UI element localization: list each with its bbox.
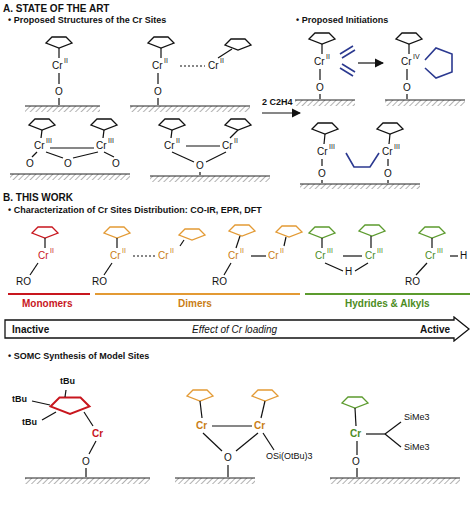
oxidation-state: III <box>377 247 383 255</box>
structure-label: O <box>154 86 162 97</box>
structure-label: Cr <box>92 428 103 439</box>
structure-label: Cr <box>254 420 265 431</box>
structure-label: O <box>352 456 360 467</box>
arrow-text: Effect of Cr loading <box>192 324 277 335</box>
structure-label: H <box>345 266 352 277</box>
structure-label: O <box>112 158 120 169</box>
oxidation-state: III <box>108 137 114 145</box>
structure-label: Cr <box>425 250 436 261</box>
structure-label: Cr <box>401 56 412 67</box>
structure-label: Cr <box>228 250 239 261</box>
arrow-text: Inactive <box>12 324 49 335</box>
oxidation-state: II <box>50 247 54 255</box>
structure-label: • SOMC Synthesis of Model Sites <box>8 352 149 362</box>
oxidation-state: II <box>220 57 224 65</box>
structure-label: Cr <box>268 250 279 261</box>
structure-label: O <box>55 86 63 97</box>
structure-label: Cr <box>382 146 393 157</box>
structure-label: A. STATE OF THE ART <box>3 3 109 14</box>
structure-label: RO <box>212 276 227 287</box>
structure-label: H <box>460 250 467 261</box>
structure-label: O <box>26 158 34 169</box>
oxidation-state: II <box>164 57 168 65</box>
structure-label: Cr <box>110 250 121 261</box>
oxidation-state: III <box>437 247 443 255</box>
structure-label: SiMe3 <box>404 413 430 423</box>
structure-label: RO <box>92 276 107 287</box>
structure-label: O <box>384 168 392 179</box>
structure-label: tBu <box>60 377 75 387</box>
structure-label: Cr <box>196 420 207 431</box>
structure-label: OSi(OtBu)3 <box>266 452 313 462</box>
structure-label: B. THIS WORK <box>3 192 73 203</box>
structure-label: Cr <box>222 140 233 151</box>
structure-label: Hydrides & Alkyls <box>345 298 430 309</box>
structure-label: 2 C2H4 <box>262 98 293 108</box>
oxidation-state: III <box>46 137 52 145</box>
structure-label: Cr <box>317 146 328 157</box>
structure-label: RO <box>16 276 31 287</box>
structure-label: SiMe3 <box>404 443 430 453</box>
structure-label: Cr <box>350 428 361 439</box>
structure-label: O <box>403 82 411 93</box>
oxidation-state: IV <box>413 53 420 61</box>
structure-label: • Proposed Structures of the Cr Sites <box>8 16 166 26</box>
structure-label: Monomers <box>22 298 73 309</box>
structure-label: Cr <box>38 250 49 261</box>
structure-label: Cr <box>208 60 219 71</box>
oxidation-state: II <box>326 53 330 61</box>
oxidation-state: II <box>280 247 284 255</box>
oxidation-state: III <box>329 143 335 151</box>
oxidation-state: III <box>327 247 333 255</box>
structure-label: tBu <box>12 395 27 405</box>
oxidation-state: II <box>122 247 126 255</box>
oxidation-state: II <box>234 137 238 145</box>
oxidation-state: II <box>170 247 174 255</box>
structure-label: Cr <box>164 140 175 151</box>
structure-label: RO <box>405 276 420 287</box>
structure-label: O <box>196 160 204 171</box>
oxidation-state: II <box>176 137 180 145</box>
structure-label: O <box>316 82 324 93</box>
loading-arrow: Inactive Effect of Cr loading Active <box>4 316 470 342</box>
structure-label: Cr <box>314 56 325 67</box>
oxidation-state: II <box>240 247 244 255</box>
structure-label: O <box>318 168 326 179</box>
structure-label: tBu <box>22 418 37 428</box>
structure-label: O <box>64 158 72 169</box>
structure-label: • Characterization of Cr Sites Distribut… <box>8 206 262 216</box>
structure-label: Cr <box>315 250 326 261</box>
structure-label: Cr <box>34 140 45 151</box>
structure-label: Cr <box>96 140 107 151</box>
oxidation-state: II <box>64 57 68 65</box>
structure-label: Cr <box>152 60 163 71</box>
structure-label: O <box>224 452 232 463</box>
structure-label: Dimers <box>178 298 212 309</box>
structure-label: Cr <box>365 250 376 261</box>
structure-label: Cr <box>52 60 63 71</box>
structure-label: Cr <box>158 250 169 261</box>
oxidation-state: III <box>394 143 400 151</box>
arrow-text: Active <box>420 324 450 335</box>
structure-label: O <box>82 456 90 467</box>
structure-label: • Proposed Initiations <box>296 16 388 26</box>
